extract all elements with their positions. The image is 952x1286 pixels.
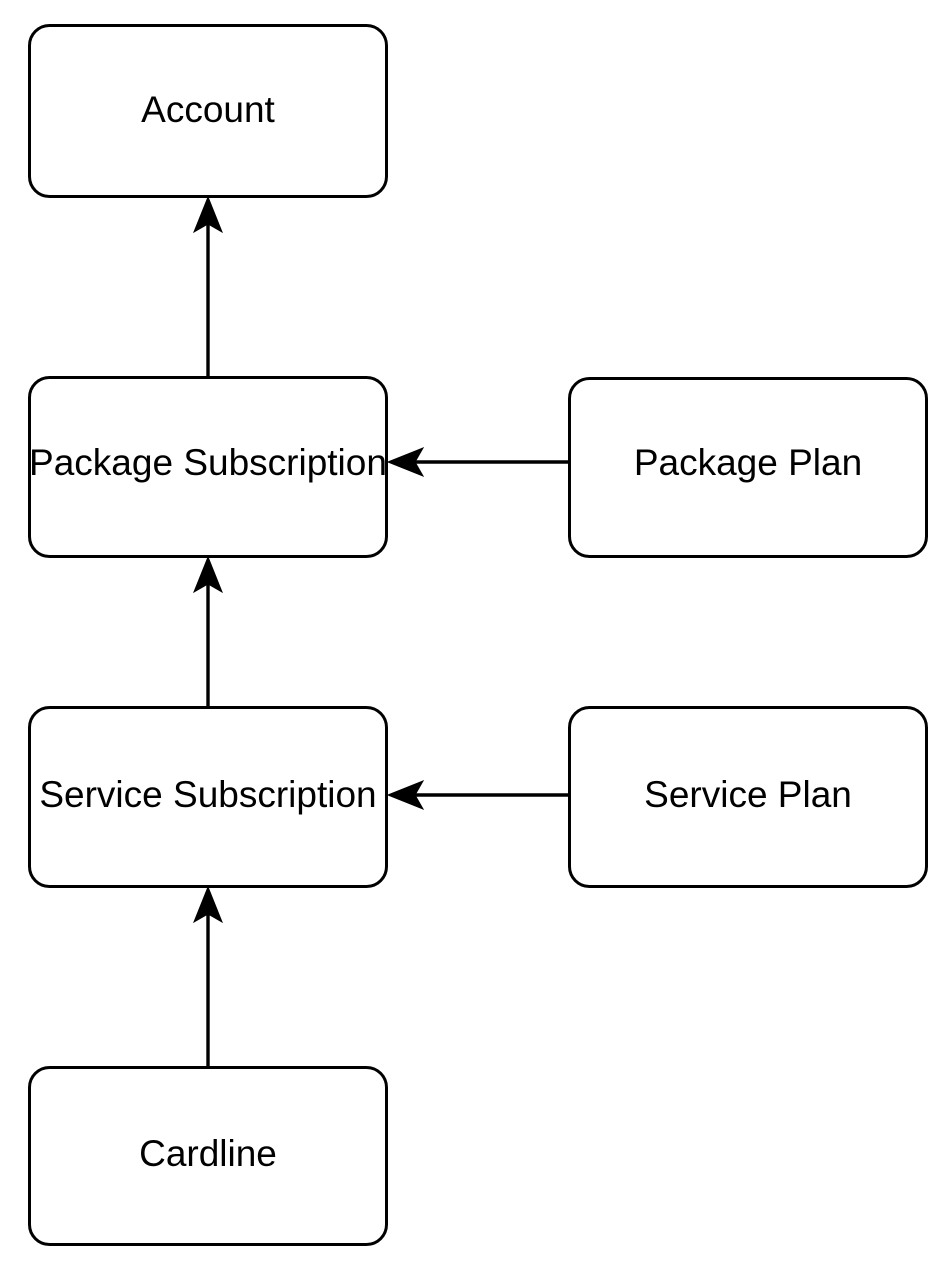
- edge-package-subscription-to-account[interactable]: [193, 195, 223, 376]
- edge-package-plan-to-package-subscription[interactable]: [386, 447, 568, 477]
- node-package-plan[interactable]: Package Plan: [568, 377, 928, 558]
- node-cardline-shape: [28, 1066, 388, 1246]
- node-layer: Account Package Subscription Package Pla…: [28, 24, 928, 1246]
- node-service-plan-label: Service Plan: [644, 774, 852, 815]
- node-account[interactable]: Account: [28, 24, 388, 198]
- node-account-shape: [28, 24, 388, 198]
- node-service-plan-shape: [568, 706, 928, 888]
- edge-service-subscription-to-package-subscription[interactable]: [193, 555, 223, 706]
- arrowhead-up-icon: [193, 195, 223, 234]
- node-package-plan-shape: [568, 377, 928, 558]
- node-service-plan[interactable]: Service Plan: [568, 706, 928, 888]
- node-package-subscription[interactable]: Package Subscription: [28, 376, 388, 558]
- node-package-subscription-label: Package Subscription: [29, 442, 387, 483]
- edge-service-plan-to-service-subscription[interactable]: [386, 780, 568, 810]
- arrowhead-up-icon: [193, 885, 223, 924]
- node-service-subscription-shape: [28, 706, 388, 888]
- node-package-plan-label: Package Plan: [634, 442, 862, 483]
- node-cardline[interactable]: Cardline: [28, 1066, 388, 1246]
- arrowhead-up-icon: [193, 555, 223, 594]
- node-service-subscription[interactable]: Service Subscription: [28, 706, 388, 888]
- node-account-label: Account: [141, 89, 275, 130]
- arrowhead-left-icon: [386, 780, 425, 810]
- edge-layer: [193, 195, 568, 1066]
- node-service-subscription-label: Service Subscription: [39, 774, 376, 815]
- arrowhead-left-icon: [386, 447, 425, 477]
- node-cardline-label: Cardline: [139, 1133, 277, 1174]
- edge-cardline-to-service-subscription[interactable]: [193, 885, 223, 1066]
- node-package-subscription-shape: [28, 376, 388, 558]
